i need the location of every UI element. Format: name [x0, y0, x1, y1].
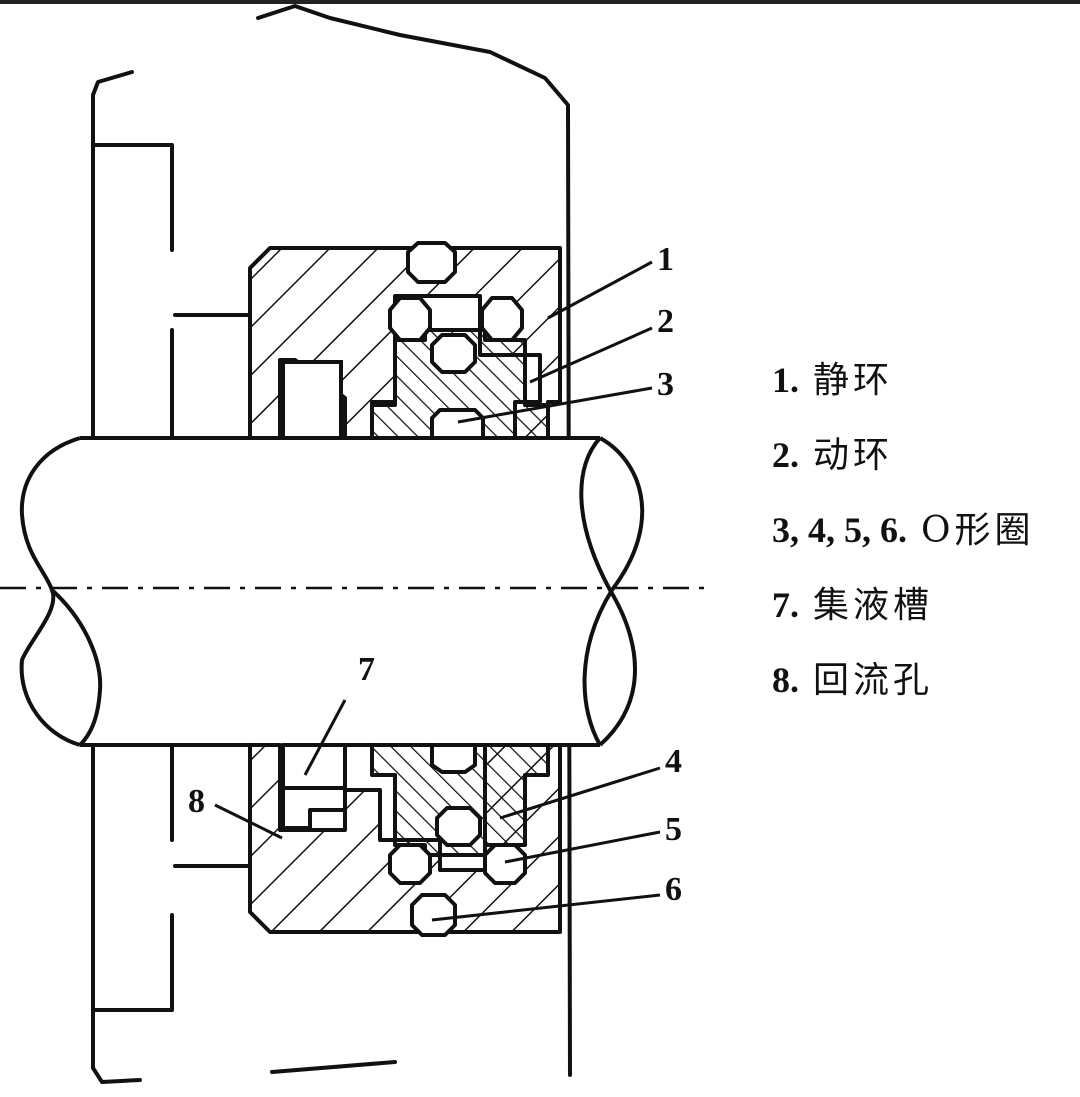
legend-label: 动环	[813, 435, 894, 476]
shaft	[0, 436, 710, 747]
callout-5: 5	[665, 811, 682, 848]
legend-item: 3, 4, 5, 6. O形圈	[772, 502, 1035, 577]
legend-item: 8. 回流孔	[772, 652, 1035, 727]
legend-number: 7.	[772, 585, 799, 625]
legend-label: 回流孔	[813, 660, 934, 701]
legend-item: 2. 动环	[772, 427, 1035, 502]
legend-number: 2.	[772, 435, 799, 475]
callout-2: 2	[657, 303, 674, 340]
housing-outline	[91, 4, 572, 1084]
legend-number: 3, 4, 5, 6.	[772, 510, 907, 550]
legend-item: 7. 集液槽	[772, 577, 1035, 652]
legend-number: 1.	[772, 360, 799, 400]
callout-4: 4	[665, 743, 682, 780]
callout-6: 6	[665, 871, 682, 908]
leader-lines	[214, 260, 661, 922]
legend-item: 1. 静环	[772, 352, 1035, 427]
legend-label: O形圈	[921, 510, 1035, 551]
legend-number: 8.	[772, 660, 799, 700]
legend-label: 集液槽	[813, 585, 934, 626]
callout-8: 8	[188, 783, 205, 820]
legend-label: 静环	[813, 360, 894, 401]
callout-3: 3	[657, 366, 674, 403]
callout-7: 7	[358, 651, 375, 688]
legend: 1. 静环 2. 动环 3, 4, 5, 6. O形圈 7. 集液槽 8. 回流孔	[772, 352, 1035, 727]
callout-numbers: 1 2 3 4 5 6 7 8	[188, 241, 682, 908]
callout-1: 1	[657, 241, 674, 278]
